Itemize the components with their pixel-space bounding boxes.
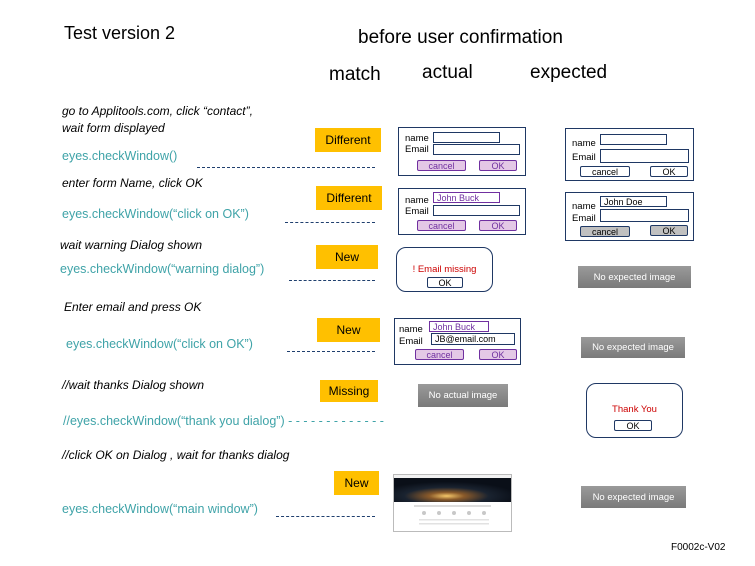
step-text: go to Applitools.com, click “contact”, [62,104,253,118]
name-field: John Buck [429,321,489,332]
cancel-button: cancel [415,349,464,360]
email-label: Email [572,213,596,224]
ok-button: OK [650,225,688,236]
email-field [433,205,520,216]
connector-line [197,167,375,168]
step-text: wait warning Dialog shown [60,238,203,252]
status-badge: Different [316,186,382,210]
actual-form: name John Buck Email cancel OK [398,188,526,235]
email-field [433,144,520,155]
step-text: enter form Name, click OK [62,176,203,190]
code-line: eyes.checkWindow(“click on OK”) [66,337,253,351]
step-text: //click OK on Dialog , wait for thanks d… [62,448,290,462]
status-badge: New [334,471,379,495]
name-label: name [572,138,596,149]
no-actual-image-placeholder: No actual image [418,384,508,407]
email-field: JB@email.com [431,333,515,345]
status-badge: Different [315,128,381,152]
status-badge: New [317,318,380,342]
website-thumbnail-image [394,475,511,531]
connector-line [287,351,375,352]
column-header-match: match [329,64,381,85]
name-field [600,134,667,145]
name-label: name [572,201,596,212]
step-text-line2: wait form displayed [62,121,165,135]
step-text: //wait thanks Dialog shown [62,378,205,392]
connector-line [276,516,375,517]
actual-form: name Email cancel OK [398,127,526,176]
no-expected-image-placeholder: No expected image [578,266,691,288]
cancel-button: cancel [417,160,466,171]
code-line: eyes.checkWindow(“main window”) [62,502,258,516]
column-header-expected: expected [530,62,608,83]
step-text: Enter email and press OK [64,300,202,314]
ok-button: OK [479,160,517,171]
code-line: eyes.checkWindow(“click on OK”) [62,207,249,221]
email-label: Email [399,336,423,347]
code-line: eyes.checkWindow(“warning dialog”) [60,262,265,276]
ok-button: OK [479,349,517,360]
name-label: name [405,133,429,144]
ok-button: OK [427,277,463,288]
code-line: eyes.checkWindow() [62,149,178,163]
email-field [600,149,689,163]
code-line: //eyes.checkWindow(“thank you dialog”) -… [63,414,384,428]
warning-text: ! Email missing [412,264,477,275]
connector-line [289,280,375,281]
column-header-actual: actual [422,62,473,83]
name-field [433,132,500,143]
no-expected-image-placeholder: No expected image [581,486,686,508]
thanks-dialog: Thank You OK [586,383,683,438]
ok-button: OK [614,420,652,431]
actual-form: name John Buck Email JB@email.com cancel… [394,318,521,365]
no-expected-image-placeholder: No expected image [581,337,685,358]
main-window-screenshot-thumbnail [393,474,512,532]
footer-code: F0002c-V02 [671,542,726,553]
ok-button: OK [479,220,517,231]
status-badge: New [316,245,378,269]
status-badge: Missing [320,380,378,402]
email-label: Email [405,206,429,217]
cancel-button: cancel [417,220,466,231]
connector-line [285,222,375,223]
page-title: Test version 2 [64,23,176,43]
name-label: name [399,324,423,335]
expected-form: name Email cancel OK [565,128,694,181]
cancel-button: cancel [580,166,630,177]
name-label: name [405,195,429,206]
thanks-text: Thank You [612,404,657,415]
email-field [600,209,689,222]
name-field: John Doe [600,196,667,207]
name-field: John Buck [433,192,500,203]
email-label: Email [572,152,596,163]
subtitle: before user confirmation [358,27,563,48]
warning-dialog: ! Email missing OK [396,247,493,292]
cancel-button: cancel [580,226,630,237]
email-label: Email [405,144,429,155]
ok-button: OK [650,166,688,177]
expected-form: name John Doe Email cancel OK [565,192,694,241]
